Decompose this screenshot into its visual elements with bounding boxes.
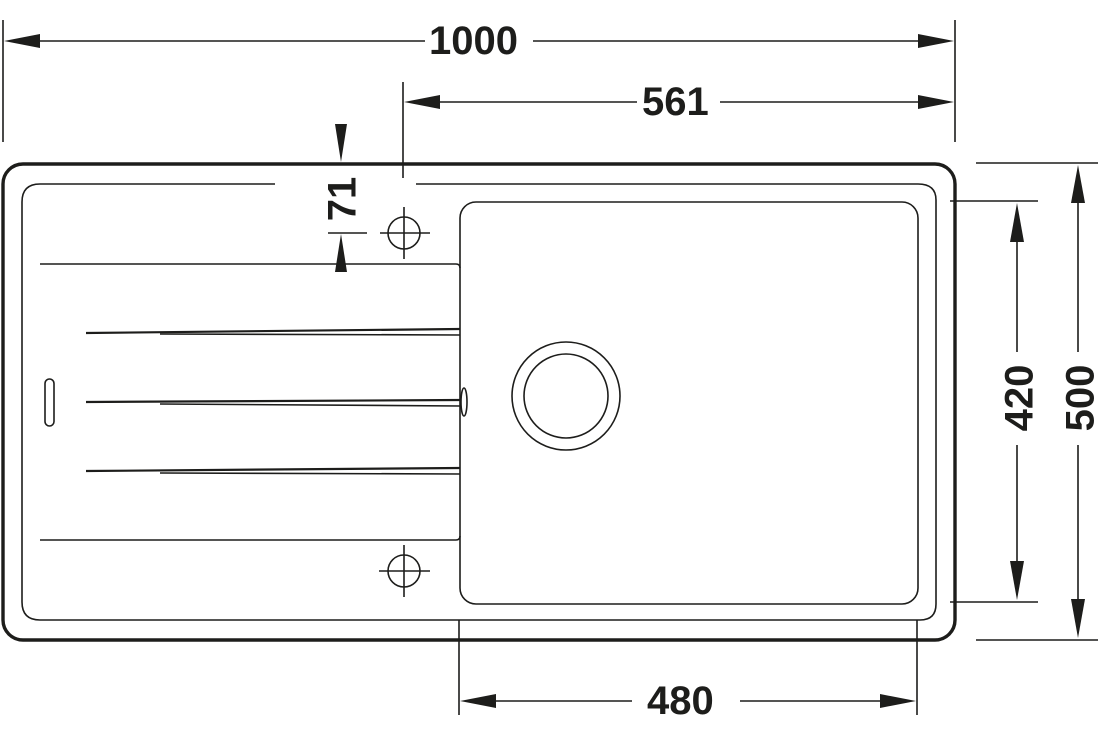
drainer-grooves bbox=[85, 327, 461, 475]
dimension-480-lines bbox=[458, 620, 918, 715]
dimension-label-overall-width: 1000 bbox=[425, 21, 522, 61]
dimension-label-bowl-width: 480 bbox=[643, 681, 718, 721]
drainer-line-top bbox=[40, 263, 461, 269]
dimension-label-bowl-depth: 420 bbox=[997, 360, 1041, 436]
dimension-420-lines bbox=[950, 200, 1038, 603]
dimension-1000-lines bbox=[2, 20, 956, 142]
dimension-71-lines bbox=[328, 124, 367, 272]
drainer-line-bottom bbox=[40, 535, 461, 541]
drain-outer-ring bbox=[511, 341, 621, 451]
dimension-500-lines bbox=[976, 162, 1098, 641]
dimension-label-tap-hole-offset: 71 bbox=[320, 176, 365, 222]
dimension-561-lines bbox=[402, 82, 954, 178]
drainer-rim bbox=[21, 183, 937, 621]
dimension-label-overall-depth: 500 bbox=[1058, 360, 1102, 436]
sink-outer-edge bbox=[1, 162, 957, 642]
tap-hole-bottom-icon bbox=[379, 545, 430, 597]
drain-inner-ring bbox=[523, 353, 609, 439]
bowl-overflow-icon bbox=[460, 387, 468, 417]
tap-hole-top-icon bbox=[380, 207, 430, 259]
drainer-overflow-slot-icon bbox=[44, 378, 55, 427]
dimension-label-drain-offset: 561 bbox=[638, 82, 713, 122]
sink-bowl bbox=[459, 201, 919, 605]
